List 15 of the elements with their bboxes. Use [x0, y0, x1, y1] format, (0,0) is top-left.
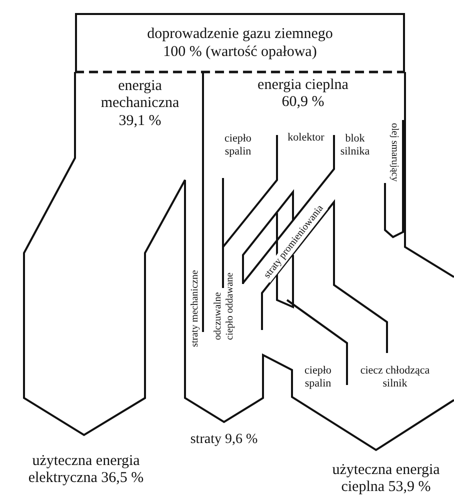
source-box	[75, 13, 405, 72]
source-label: doprowadzenie gazu ziemnego 100 % (wartość opałowa)	[146, 26, 334, 61]
output-label: straty 9,6 %	[189, 432, 259, 448]
flow-label: energia mechaniczna 39,1 %	[100, 78, 180, 130]
flow-label: kolektor	[286, 132, 326, 144]
output-label: użyteczna energia elektryczna 36,5 %	[27, 452, 145, 488]
flow-label: blok silnika	[339, 132, 371, 158]
flow-label: ciepło spalin	[224, 132, 252, 158]
flow-label: odczuwalne ciepło oddawane	[212, 272, 236, 340]
output-label: użyteczna energia cieplna 53,9 %	[331, 462, 441, 496]
flow-label: ciepło spalin	[304, 364, 332, 390]
flow-label: energia cieplna 60,9 %	[256, 76, 350, 112]
flow-label: olej smarujący	[388, 123, 400, 184]
flow-label: straty mechaniczne	[189, 269, 201, 347]
flow-label: ciecz chłodząca silnik	[359, 364, 431, 390]
